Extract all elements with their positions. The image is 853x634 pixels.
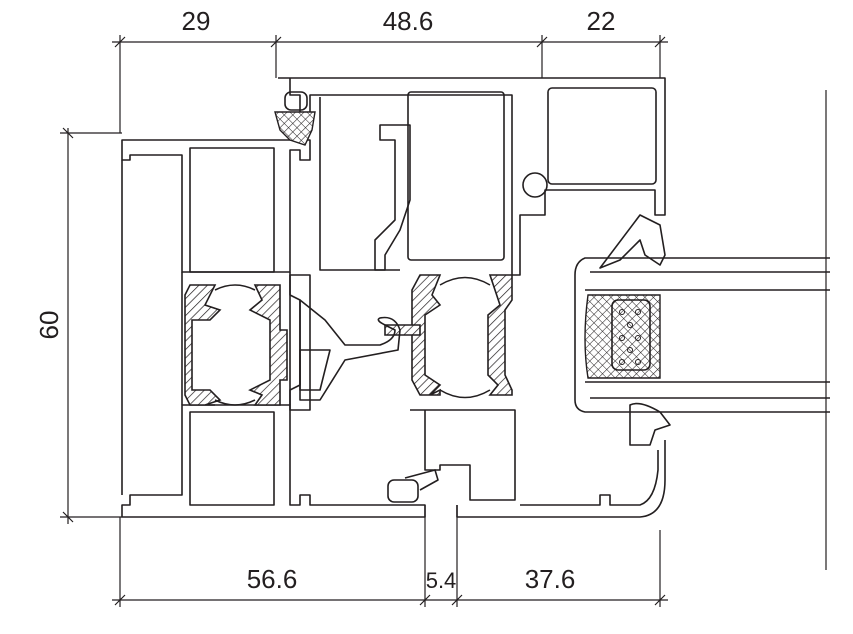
gaskets (274, 91, 671, 503)
sash-profile (278, 77, 666, 501)
dimension-top (112, 35, 668, 133)
dimension-label-56-6: 56.6 (247, 564, 298, 594)
dimension-label-22: 22 (587, 6, 616, 36)
dimension-label-37-6: 37.6 (525, 564, 576, 594)
glazing-unit (574, 90, 830, 570)
dimension-label-60: 60 (34, 311, 64, 340)
dimension-label-5-4: 5.4 (426, 568, 457, 593)
thermal-break-right (384, 274, 513, 399)
dimension-label-29: 29 (182, 6, 211, 36)
thermal-break-left (184, 284, 288, 406)
dimension-left (60, 127, 122, 524)
dimension-bottom (112, 505, 668, 607)
outer-frame-profile (121, 139, 666, 518)
dimension-label-48-6: 48.6 (383, 6, 434, 36)
